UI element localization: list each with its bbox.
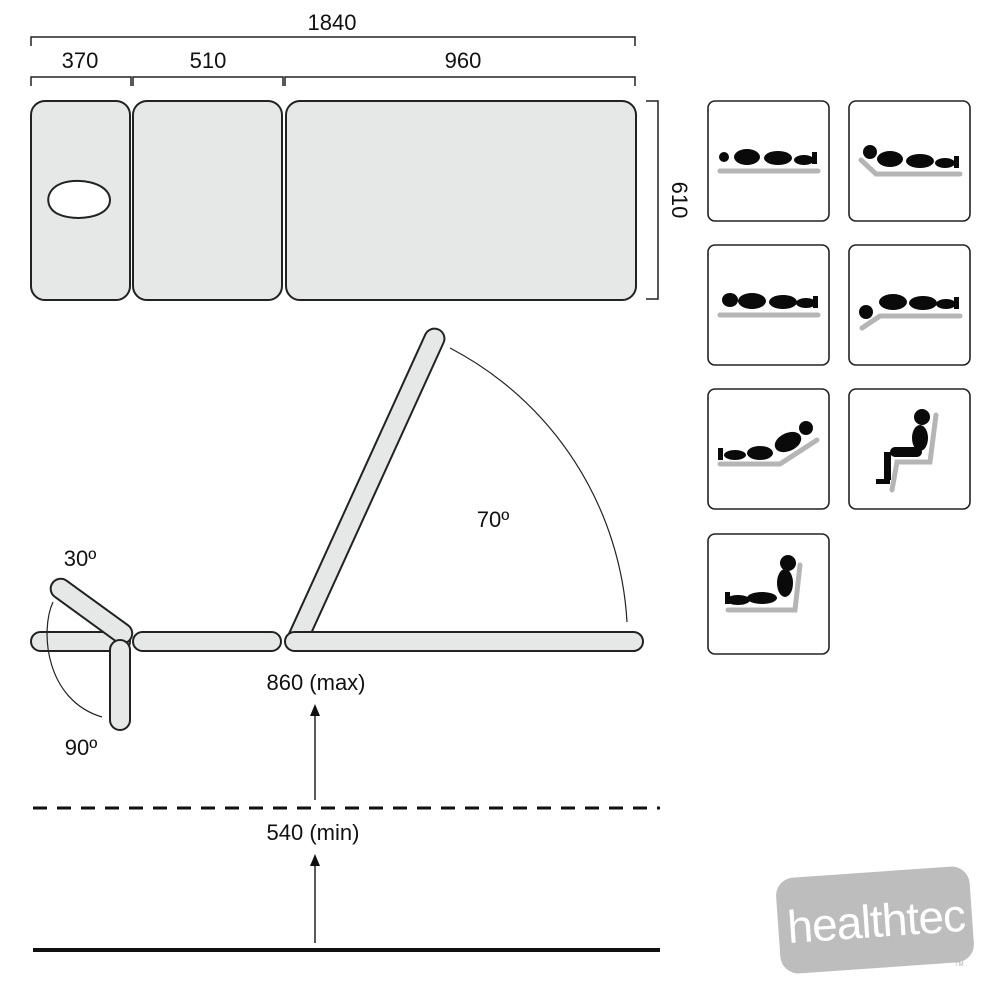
back-angle-arc: [449, 347, 628, 623]
back-section-top: [285, 100, 637, 301]
arrow-min-head: [310, 854, 320, 866]
middle-section-top: [132, 100, 283, 301]
back-section-raised: [287, 327, 446, 649]
label-total-length: 1840: [308, 10, 357, 35]
head-angle-arc: [46, 601, 103, 718]
label-height-min: 540 (min): [267, 820, 360, 845]
logo-trademark: TM: [955, 962, 964, 968]
label-width: 610: [667, 182, 692, 219]
head-section-up: [49, 577, 134, 645]
label-head-up-angle: 30º: [64, 546, 97, 571]
dimension-segment-2: 510: [132, 48, 284, 86]
face-hole: [47, 179, 112, 219]
label-back-angle: 70º: [477, 507, 510, 532]
position-icon-upright-sitting: [707, 533, 830, 655]
back-section-side: [284, 631, 644, 652]
position-icon-sitting: [848, 388, 971, 510]
dimension-width: 610: [646, 100, 692, 300]
position-icon-flat-prone: [707, 244, 830, 366]
label-segment-3: 960: [445, 48, 482, 73]
logo-text: healthtec: [786, 889, 967, 953]
healthtec-logo: healthtec: [776, 866, 974, 974]
position-icon-head-down-prone: [848, 244, 971, 366]
label-segment-2: 510: [190, 48, 227, 73]
label-height-max: 860 (max): [266, 670, 365, 695]
position-icon-flat-supine: [707, 100, 830, 222]
label-head-down-angle: 90º: [65, 735, 98, 760]
dimension-segment-3: 960: [284, 48, 636, 86]
dimension-segment-1: 370: [30, 48, 132, 86]
head-section-side: [30, 631, 131, 652]
position-icon-back-raised: [707, 388, 830, 510]
arrow-max-head: [310, 704, 320, 716]
middle-section-side: [132, 631, 282, 652]
dimension-total-length: 1840: [30, 10, 636, 46]
position-icon-head-raised: [848, 100, 971, 222]
head-section-down: [109, 639, 131, 731]
label-segment-1: 370: [62, 48, 99, 73]
